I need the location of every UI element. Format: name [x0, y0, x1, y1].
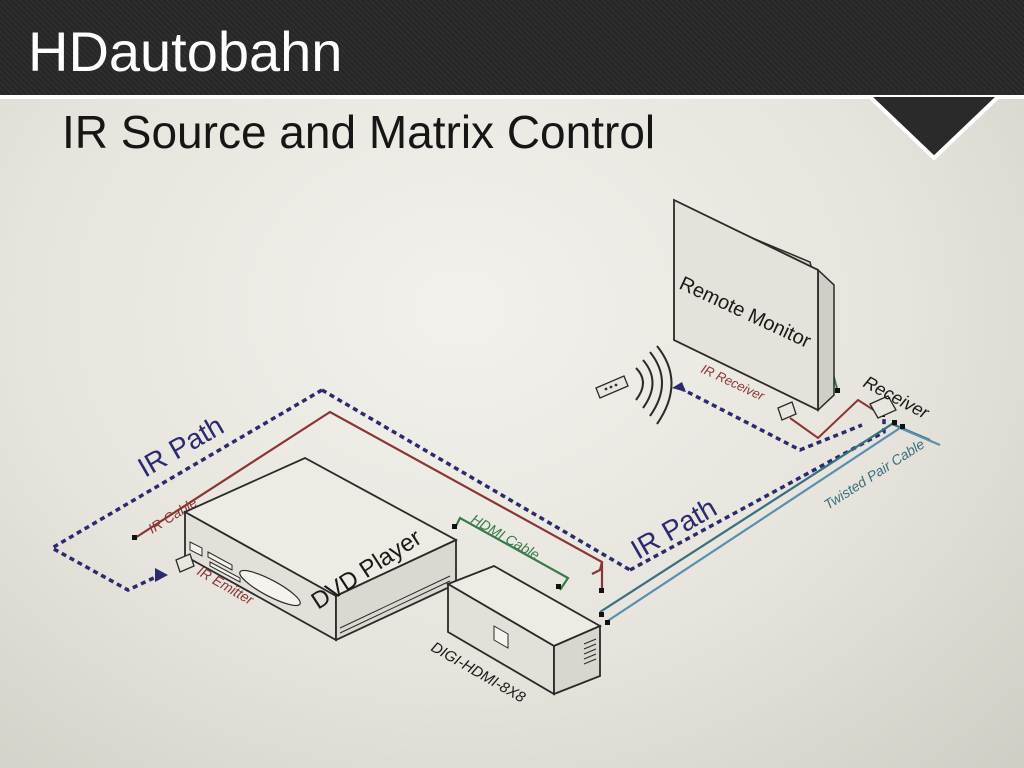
- receiver-device: [869, 395, 897, 419]
- ir-emitter-device: [175, 553, 195, 573]
- ir-signal-icon: [635, 345, 673, 425]
- ir-receiver-device: [777, 401, 797, 421]
- ir-path-left-line: [48, 388, 323, 592]
- brand-title: HDautobahn: [28, 20, 343, 83]
- ir-path-right-line: [629, 415, 886, 572]
- twisted-pair-cable-label: Twisted Pair Cable: [821, 436, 928, 513]
- ir-path-top-line: [321, 388, 631, 572]
- receiver-label: Receiver: [860, 372, 933, 423]
- ir-cable-receiver-line: [789, 398, 881, 440]
- hdmi-cable-line: [454, 516, 570, 591]
- title-bar: HDautobahn: [0, 0, 1024, 95]
- hdmi-cable-label: HDMI Cable: [469, 511, 543, 563]
- dvd-player: [182, 456, 458, 642]
- slide-title: IR Source and Matrix Control: [62, 106, 656, 158]
- title-divider: [0, 95, 1024, 99]
- remote-monitor: [673, 198, 835, 412]
- ir-path-left-arrow: [155, 568, 168, 582]
- matrix-switcher: [445, 565, 603, 696]
- divider-notch: [860, 90, 1010, 161]
- ir-path-receiver-line: [679, 386, 863, 452]
- remote-control-icon: [595, 375, 629, 399]
- ir-path-receiver-arrow: [672, 382, 686, 392]
